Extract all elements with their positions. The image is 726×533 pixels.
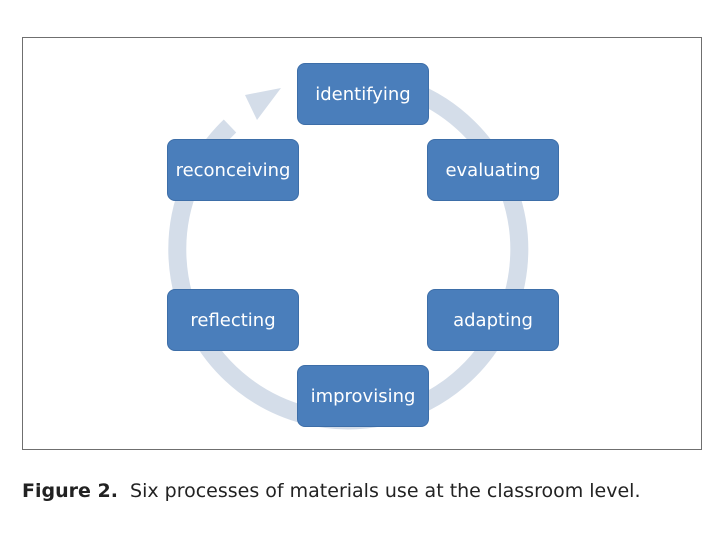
node-improvising: improvising [297, 365, 429, 427]
node-improvising-label: improvising [310, 385, 416, 407]
node-adapting-label: adapting [453, 309, 533, 331]
figure-caption-label: Figure 2. [22, 480, 118, 502]
node-reconceiving-label: reconceiving [175, 159, 291, 181]
node-adapting: adapting [427, 289, 559, 351]
node-reflecting: reflecting [167, 289, 299, 351]
figure-caption-text: Six processes of materials use at the cl… [130, 480, 641, 502]
node-reflecting-label: reflecting [190, 309, 276, 331]
node-reconceiving: reconceiving [167, 139, 299, 201]
node-identifying: identifying [297, 63, 429, 125]
node-evaluating: evaluating [427, 139, 559, 201]
diagram-frame: identifying evaluating adapting improvis… [22, 37, 702, 450]
node-evaluating-label: evaluating [445, 159, 541, 181]
cycle-arrowhead [245, 88, 281, 120]
node-identifying-label: identifying [315, 83, 411, 105]
figure-caption: Figure 2. Six processes of materials use… [22, 480, 702, 502]
